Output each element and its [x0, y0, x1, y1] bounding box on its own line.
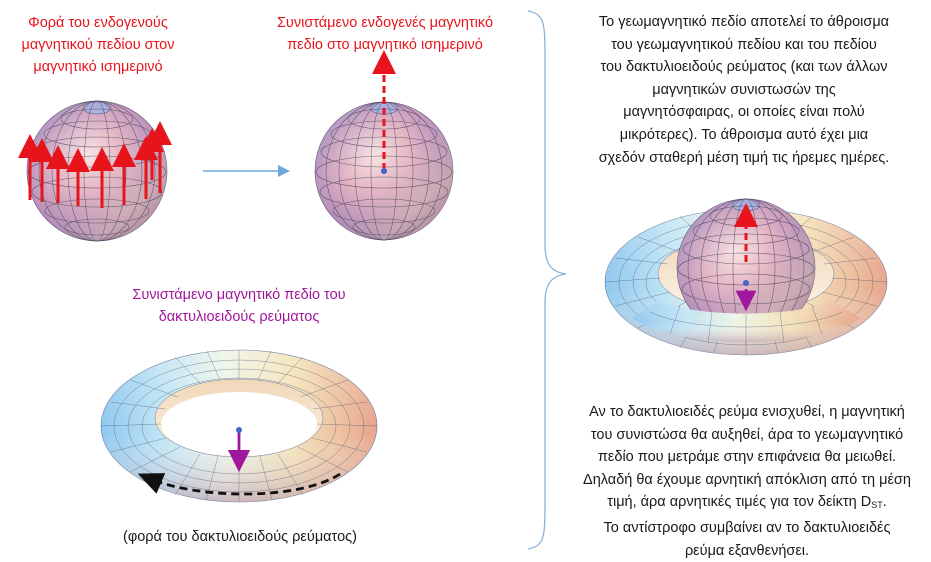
explanation-top-line-4: μαγνητικών συνιστωσών της	[652, 81, 836, 98]
earth-sphere-resultant	[314, 50, 454, 241]
endogenous-resultant-line-2: πεδίο στο μαγνητικό ισημερινό	[287, 37, 483, 53]
endogenous-direction-line-2: μαγνητικού πεδίου στον	[21, 37, 175, 53]
earth-sphere-left	[18, 100, 172, 242]
explanation-top-line-6: μικρότερες). Το άθροισμα αυτό έχει μια	[619, 126, 869, 143]
ring-resultant-line-1: Συνιστάμενο μαγνητικό πεδίο του	[132, 287, 346, 303]
explanation-bottom: Αν το δακτυλιοειδές ρεύμα ενισχυθεί, η μ…	[566, 401, 928, 562]
explanation-bottom-line-6: Το αντίστροφο συμβαίνει αν το δακτυλιοει…	[603, 519, 891, 536]
ring-current-torus	[100, 349, 378, 503]
dst-index-text: τιμή, άρα αρνητικές τιμές για τον δείκτη…	[607, 494, 872, 511]
explanation-bottom-line-2: του συνιστώσα θα αυξηθεί, άρα το γεωμαγν…	[590, 426, 904, 443]
explanation-top: Το γεωμαγνητικό πεδίο αποτελεί το άθροισ…	[574, 11, 914, 169]
dst-index-suffix: .	[882, 494, 887, 511]
explanation-top-line-1: Το γεωμαγνητικό πεδίο αποτελεί το άθροισ…	[598, 14, 890, 30]
explanation-top-line-3: του δακτυλιοειδούς ρεύματος (και των άλλ…	[600, 59, 888, 76]
ring-resultant-line-2: δακτυλιοειδούς ρεύματος	[158, 309, 320, 325]
explanation-bottom-line-7: ρεύμα εξανθενήσει.	[684, 542, 810, 559]
explanation-top-line-7: σχεδόν σταθερή μέση τιμή τις ήρεμες ημέρ…	[598, 149, 890, 166]
explanation-bottom-line-1: Αν το δακτυλιοειδές ρεύμα ενισχυθεί, η μ…	[589, 404, 905, 420]
endogenous-resultant-line-1: Συνιστάμενο ενδογενές μαγνητικό	[276, 15, 494, 31]
summation-brace	[527, 10, 567, 550]
explanation-bottom-line-3: πεδίο που μετράμε στην επιφάνεια θα μειω…	[597, 449, 897, 466]
equator-field-arrows	[18, 121, 172, 208]
explanation-top-line-2: του γεωμαγνητικού πεδίου και του πεδίου	[611, 36, 877, 53]
ring-direction-label: (φορά του δακτυλιοειδούς ρεύματος)	[123, 529, 357, 545]
explanation-bottom-line-5: τιμή, άρα αρνητικές τιμές για τον δείκτη…	[566, 491, 928, 517]
combined-torus-sphere	[604, 198, 888, 356]
explanation-top-line-5: μαγνητόσφαιρας, οι οποίες είναι πολύ	[623, 104, 865, 121]
endogenous-direction-label: Φορά του ενδογενούς μαγνητικού πεδίου στ…	[8, 12, 188, 78]
ring-resultant-label: Συνιστάμενο μαγνητικό πεδίο του δακτυλιο…	[104, 284, 374, 328]
endogenous-resultant-label: Συνιστάμενο ενδογενές μαγνητικό πεδίο στ…	[250, 12, 520, 56]
ring-current-direction-arrow	[137, 472, 341, 496]
endogenous-direction-line-3: μαγνητικό ισημερινό	[33, 59, 163, 75]
explanation-bottom-line-4: Δηλαδή θα έχουμε αρνητική απόκλιση από τ…	[583, 471, 911, 488]
endogenous-direction-line-1: Φορά του ενδογενούς	[28, 15, 168, 31]
dst-index-subscript: ST	[871, 500, 883, 511]
